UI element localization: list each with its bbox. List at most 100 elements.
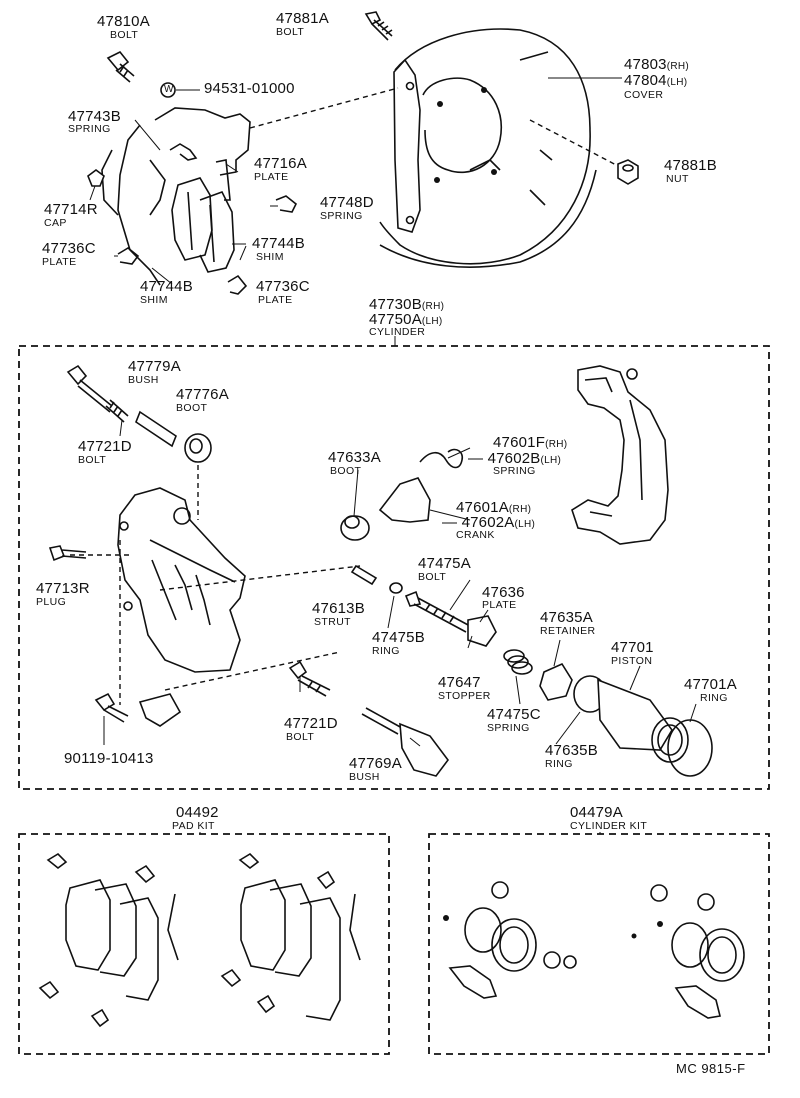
callout-47743b-number: 47743B xyxy=(68,108,121,125)
callout-47736c-right-number: 47736C xyxy=(256,278,310,295)
plate-47736c-art xyxy=(117,247,140,265)
callout-47475a-desc: BOLT xyxy=(418,571,447,583)
callout-47635a-desc: RETAINER xyxy=(540,625,596,637)
callout-cylinder-desc: CYLINDER xyxy=(369,326,426,338)
cap-47714r-art xyxy=(87,169,105,187)
boot-47776a-art xyxy=(184,433,212,463)
plate-47636-art xyxy=(467,615,497,647)
callout-47804-number: 47804(LH) xyxy=(624,72,688,89)
callout-47744b-desc: SHIM xyxy=(256,251,284,263)
callout-47744b-lower-desc: SHIM xyxy=(140,294,168,306)
callout-47881b-number: 47881B xyxy=(664,157,717,174)
cylinder-kit-art xyxy=(443,881,745,1019)
cylinder-kit-box xyxy=(428,833,770,1055)
callout-47701-desc: PISTON xyxy=(611,655,653,667)
callout-47744b-number: 47744B xyxy=(252,235,305,252)
callout-47721d-desc: BOLT xyxy=(78,454,107,466)
callout-47701a-desc: RING xyxy=(700,692,728,704)
pad-kit-desc: PAD KIT xyxy=(172,820,215,832)
callout-47635b-number: 47635B xyxy=(545,742,598,759)
cylinder-assembly-box xyxy=(18,345,770,790)
callout-47475c-desc: SPRING xyxy=(487,722,530,734)
callout-47744b-lower-number: 47744B xyxy=(140,278,193,295)
callout-47881a-desc: BOLT xyxy=(276,26,305,38)
bolt-47881a-art xyxy=(364,11,393,41)
caliper-mount-bracket xyxy=(101,107,251,286)
callout-47714r-number: 47714R xyxy=(44,201,98,218)
callout-47636-number: 47636 xyxy=(482,584,525,601)
callout-47475b-desc: RING xyxy=(372,645,400,657)
callout-47748d-desc: SPRING xyxy=(320,210,363,222)
callout-47647-number: 47647 xyxy=(438,674,481,691)
cylinder-kit-number: 04479A xyxy=(570,804,623,821)
callout-47701a-number: 47701A xyxy=(684,676,737,693)
callout-47647-desc: STOPPER xyxy=(438,690,491,702)
callout-47810a-number: 47810A xyxy=(97,13,150,30)
callout-47736c-number: 47736C xyxy=(42,240,96,257)
callout-47721d-number: 47721D xyxy=(78,438,132,455)
callout-47730b-number: 47730B(RH) xyxy=(369,296,445,313)
callout-47716a-desc: PLATE xyxy=(254,171,289,183)
callout-47743b-desc: SPRING xyxy=(68,123,111,135)
nut-47881b-art xyxy=(617,159,639,185)
bolt-90119-art xyxy=(94,692,129,723)
bush-47779a-art xyxy=(135,410,177,448)
document-code: MC 9815-F xyxy=(676,1061,746,1076)
callout-47602a-number: — 47602A(LH) xyxy=(442,514,536,531)
callout-47716a-number: 47716A xyxy=(254,155,307,172)
bolt-47475a-art xyxy=(404,590,471,633)
cover-dust-shield xyxy=(379,28,597,268)
bolt-47721d-top-art xyxy=(66,364,129,423)
pad-kit-number: 04492 xyxy=(176,804,219,821)
callout-47736c-right-desc: PLATE xyxy=(258,294,293,306)
callout-47601f-number: 47601F(RH) xyxy=(493,434,568,451)
bush-47769a-art xyxy=(361,707,449,777)
callout-47776a-number: 47776A xyxy=(176,386,229,403)
callout-47636-desc: PLATE xyxy=(482,599,517,611)
bolt-47810a-art xyxy=(106,50,135,83)
callout-47750a-number: 47750A(LH) xyxy=(369,311,443,328)
crank-art xyxy=(378,477,431,523)
ring-47475b-art xyxy=(389,582,403,594)
leader-lines xyxy=(89,119,697,747)
callout-47475b-number: 47475B xyxy=(372,629,425,646)
plate-47716a-art xyxy=(215,159,231,201)
callout-47779a-number: 47779A xyxy=(128,358,181,375)
callout-47779a-desc: BUSH xyxy=(128,374,159,386)
pad-kit-art xyxy=(38,852,361,1028)
caliper-support-art xyxy=(571,365,669,545)
callout-cover-desc: COVER xyxy=(624,89,664,101)
callout-47713r-number: 47713R xyxy=(36,580,90,597)
strut-47613b-art xyxy=(350,564,378,586)
callout-47633a-number: 47633A xyxy=(328,449,381,466)
callout-47721d-lower-desc: BOLT xyxy=(286,731,315,743)
callout-47736c-desc: PLATE xyxy=(42,256,77,268)
cylinder-kit-desc: CYLINDER KIT xyxy=(570,820,648,832)
callout-47635a-number: 47635A xyxy=(540,609,593,626)
ring-47701a-art xyxy=(667,719,713,777)
pad-kit-box xyxy=(18,833,390,1055)
callout-47601a-number: 47601A(RH) xyxy=(456,499,532,516)
brake-pads-art xyxy=(171,177,235,273)
callout-47881a-number: 47881A xyxy=(276,10,329,27)
spring-47748d-art xyxy=(275,195,298,213)
callout-47601a-desc: CRANK xyxy=(456,529,495,541)
callout-washer-marker: W xyxy=(164,84,174,95)
spring-47601f-art xyxy=(419,448,464,469)
callout-47633a-desc: BOOT xyxy=(330,465,362,477)
callout-47714r-desc: CAP xyxy=(44,217,67,229)
callout-47475a-number: 47475A xyxy=(418,555,471,572)
callout-90119-number: 90119-10413 xyxy=(64,750,154,767)
piston-47701-art xyxy=(597,678,689,763)
callout-47613b-desc: STRUT xyxy=(314,616,351,628)
callout-47721d-lower-number: 47721D xyxy=(284,715,338,732)
callout-47776a-desc: BOOT xyxy=(176,402,208,414)
washer-marker xyxy=(160,82,176,98)
callout-47475c-number: 47475C xyxy=(487,706,541,723)
plug-47713r-art xyxy=(48,545,87,562)
callout-47602b-number: — 47602B(LH) xyxy=(468,450,562,467)
callout-47810a-desc: BOLT xyxy=(110,29,139,41)
callout-47635b-desc: RING xyxy=(545,758,573,770)
bolt-47721d-lower-art xyxy=(288,660,331,697)
